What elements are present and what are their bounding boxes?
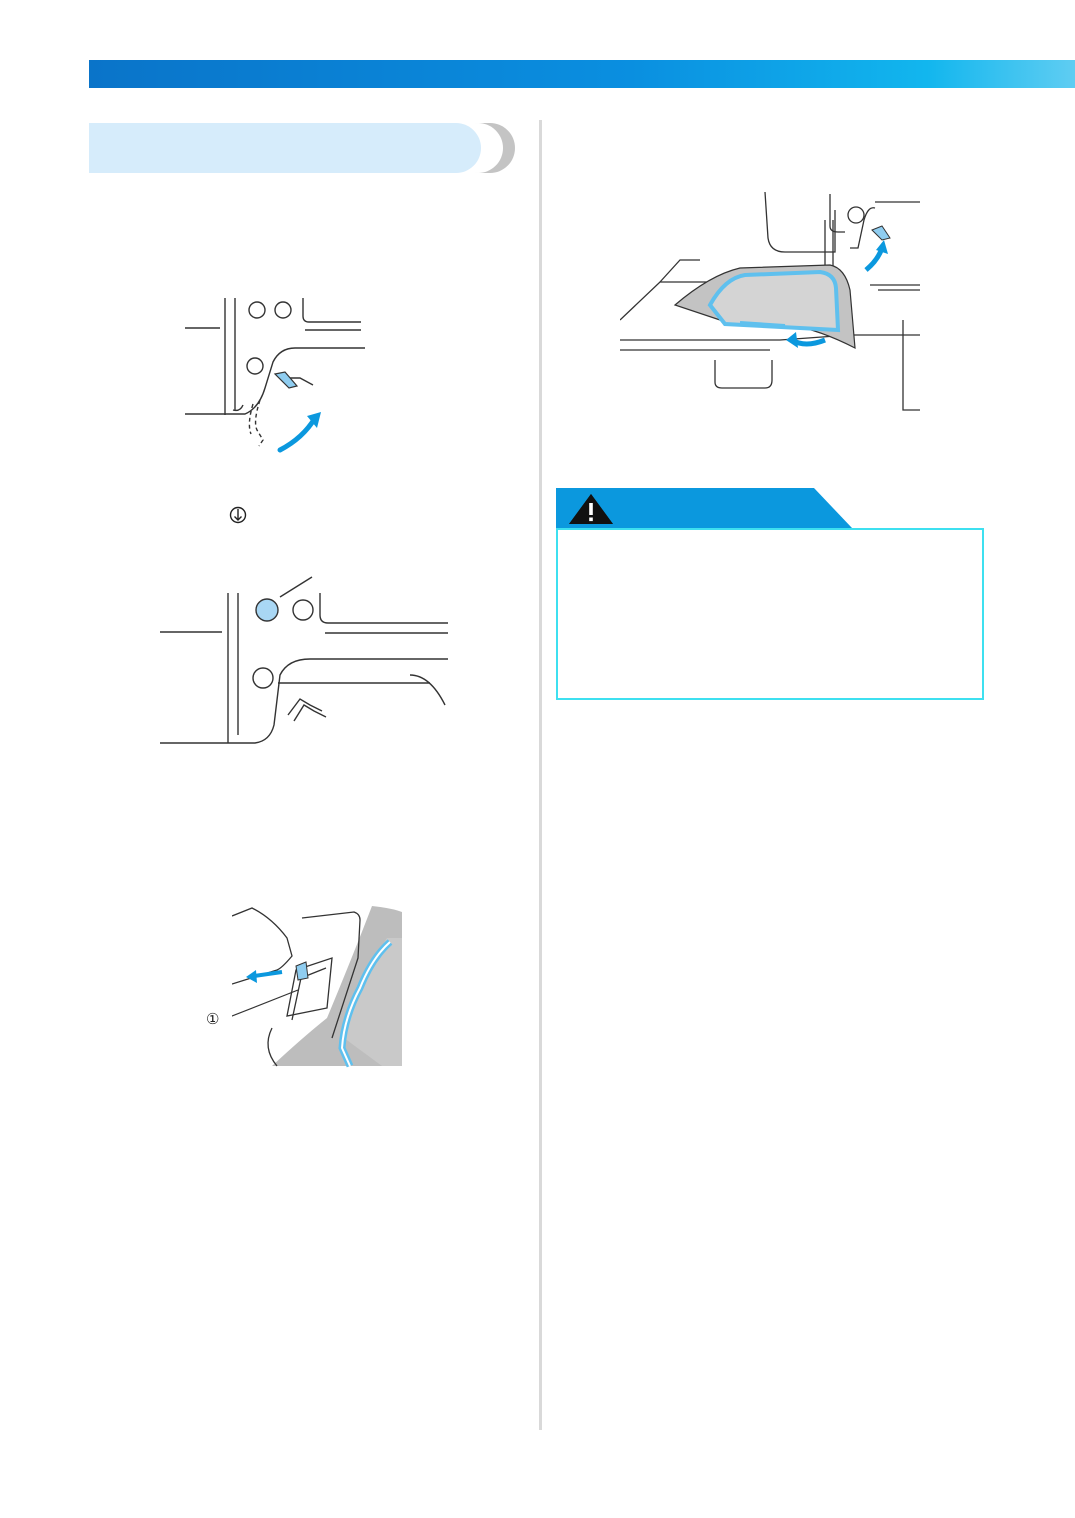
section-heading	[89, 123, 515, 173]
section-pill-band	[89, 123, 481, 173]
needle-button-illustration	[160, 576, 448, 744]
header-bar	[89, 60, 1075, 88]
callout-hoop-lever: ①	[206, 1011, 220, 1028]
needle-position-symbol	[229, 506, 247, 524]
frame-removal-illustration	[620, 191, 920, 411]
warning-triangle-icon	[569, 494, 613, 524]
column-divider	[539, 120, 542, 1430]
warning-box	[556, 528, 984, 700]
hoop-lever-illustration	[232, 906, 402, 1068]
presser-foot-lever-illustration	[185, 298, 365, 453]
